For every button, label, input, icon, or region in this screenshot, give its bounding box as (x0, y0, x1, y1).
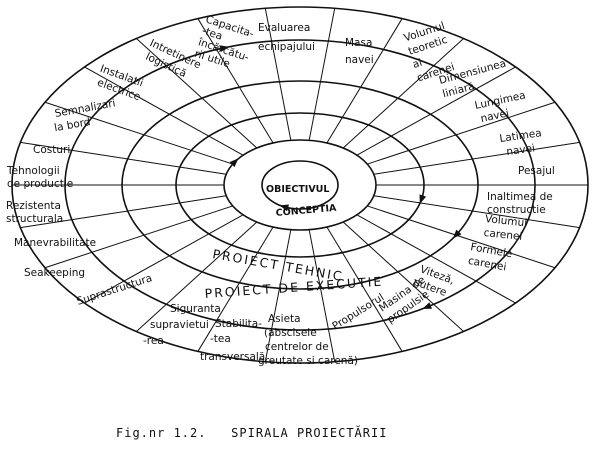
radial-divider (84, 66, 244, 156)
phase-label-execution-project: PROIECT DE EXECUTIE (204, 274, 384, 301)
segment-seakeeping: Seakeeping (24, 267, 85, 279)
radial-divider (373, 141, 580, 175)
spiral-arrow (219, 45, 229, 53)
radial-divider (20, 141, 227, 175)
segment-pesajul: Pesajul (518, 165, 555, 177)
radial-divider (308, 8, 336, 141)
radial-divider (264, 8, 292, 141)
radial-divider (136, 38, 258, 149)
radial-divider (373, 195, 580, 229)
figure-number: Fig.nr 1.2. (116, 426, 207, 440)
radial-divider (356, 214, 516, 304)
radial-divider (342, 38, 464, 149)
radial-divider (367, 101, 556, 165)
spiral-arrow (229, 158, 239, 168)
figure-caption: Fig.nr 1.2. SPIRALA PROIECTĂRII (116, 426, 387, 440)
radial-divider (44, 205, 233, 269)
radial-divider (44, 101, 233, 165)
radial-divider (197, 18, 274, 144)
center-label-objective: OBIECTIVUL (266, 184, 329, 195)
segment-latimea-navei: Latimeanavei (499, 127, 545, 159)
spiral-arrow (422, 302, 433, 309)
radial-divider (326, 18, 403, 144)
radial-divider (20, 195, 227, 229)
segment-instalatii-electrice: Instalatiielectrice (94, 63, 147, 104)
segment-volumul-carenei: Volumulcarenei (483, 213, 528, 243)
segment-costuri: Costuri (33, 144, 70, 156)
radial-divider (367, 205, 556, 269)
figure-title: SPIRALA PROIECTĂRII (231, 426, 388, 440)
center-labels: OBIECTIVUL CONCEPTIA (266, 184, 337, 219)
radial-divider (264, 229, 292, 362)
radial-divider (326, 226, 403, 352)
radial-divider (308, 229, 336, 362)
phase-labels: PROIECT TEHNIC PROIECT DE EXECUTIE (204, 246, 384, 301)
radial-dividers (12, 8, 588, 362)
spiral-arrows (219, 45, 462, 309)
radial-divider (356, 66, 516, 156)
radial-divider (84, 214, 244, 304)
spiral-arrow (452, 229, 462, 239)
segment-formele-carenei: Formelecarenei (467, 241, 513, 274)
radial-divider (136, 221, 258, 332)
spiral-arrow (279, 204, 290, 212)
segment-intretinere-logistica: Intretinerelogistică (142, 37, 203, 84)
radial-divider (197, 226, 274, 352)
spiral-ring-6 (261, 160, 339, 210)
center-label-concept: CONCEPTIA (275, 203, 337, 219)
segment-suprastructura: Suprastructura (75, 272, 153, 308)
radial-divider (342, 221, 464, 332)
spiral-arrow (419, 194, 427, 205)
segment-manevrabilitate: Manevrabilitate (14, 237, 96, 249)
segment-lungimea-navei: Lungimeanavei (474, 89, 530, 125)
